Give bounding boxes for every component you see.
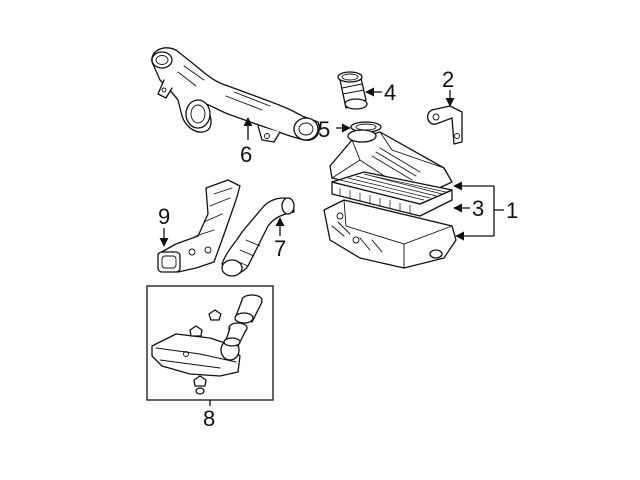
callout-9: 9 bbox=[158, 204, 170, 229]
callout-1: 1 bbox=[506, 198, 518, 223]
callout-8: 8 bbox=[203, 406, 215, 431]
part-3-filter-element[interactable] bbox=[331, 171, 453, 217]
part-4-adapter[interactable] bbox=[337, 71, 368, 110]
part-8-coupler-upper[interactable] bbox=[234, 294, 263, 324]
callout-6: 6 bbox=[240, 142, 252, 167]
part-air-cleaner-lower-case[interactable] bbox=[323, 199, 457, 269]
callout-2: 2 bbox=[442, 67, 454, 92]
part-5-gasket[interactable] bbox=[350, 121, 382, 133]
part-9-intake-duct[interactable] bbox=[157, 179, 241, 273]
part-8-grommet-left[interactable] bbox=[189, 325, 203, 337]
part-2-bracket[interactable] bbox=[426, 105, 463, 145]
part-6-intake-duct[interactable] bbox=[151, 47, 320, 143]
part-8-grommet-small[interactable] bbox=[208, 309, 222, 321]
part-8-coupler-lower[interactable] bbox=[223, 322, 248, 347]
callout-4: 4 bbox=[384, 80, 396, 105]
part-8-grommet-bottom[interactable] bbox=[193, 375, 207, 395]
callout-5: 5 bbox=[318, 117, 330, 142]
callout-7: 7 bbox=[274, 236, 286, 261]
callout-3: 3 bbox=[472, 196, 484, 221]
